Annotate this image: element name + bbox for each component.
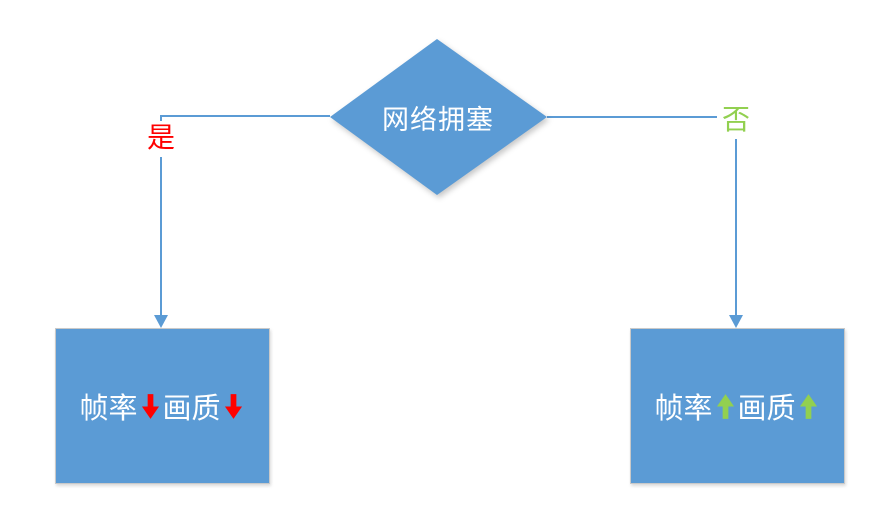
result-text: 画质 <box>162 393 221 425</box>
thick-down-arrow-icon <box>224 393 243 420</box>
decision-label: 网络拥塞 <box>382 104 494 135</box>
connector-no <box>547 116 737 316</box>
result-box-congested: 帧率画质 <box>55 328 270 484</box>
thick-up-arrow-icon <box>716 393 735 420</box>
result-text: 画质 <box>737 393 796 425</box>
thick-up-arrow-icon <box>799 393 818 420</box>
thick-down-arrow-icon <box>141 393 160 420</box>
branch-label-yes: 是 <box>142 121 180 157</box>
connector-yes <box>160 115 330 316</box>
decision-diamond-shape <box>330 39 547 195</box>
branch-label-no: 否 <box>717 103 755 139</box>
result-text: 帧率 <box>79 393 138 425</box>
arrowhead-no-icon <box>729 315 743 328</box>
result-box-not-congested: 帧率画质 <box>630 328 845 484</box>
result-text: 帧率 <box>654 393 713 425</box>
arrowhead-yes-icon <box>154 315 168 328</box>
